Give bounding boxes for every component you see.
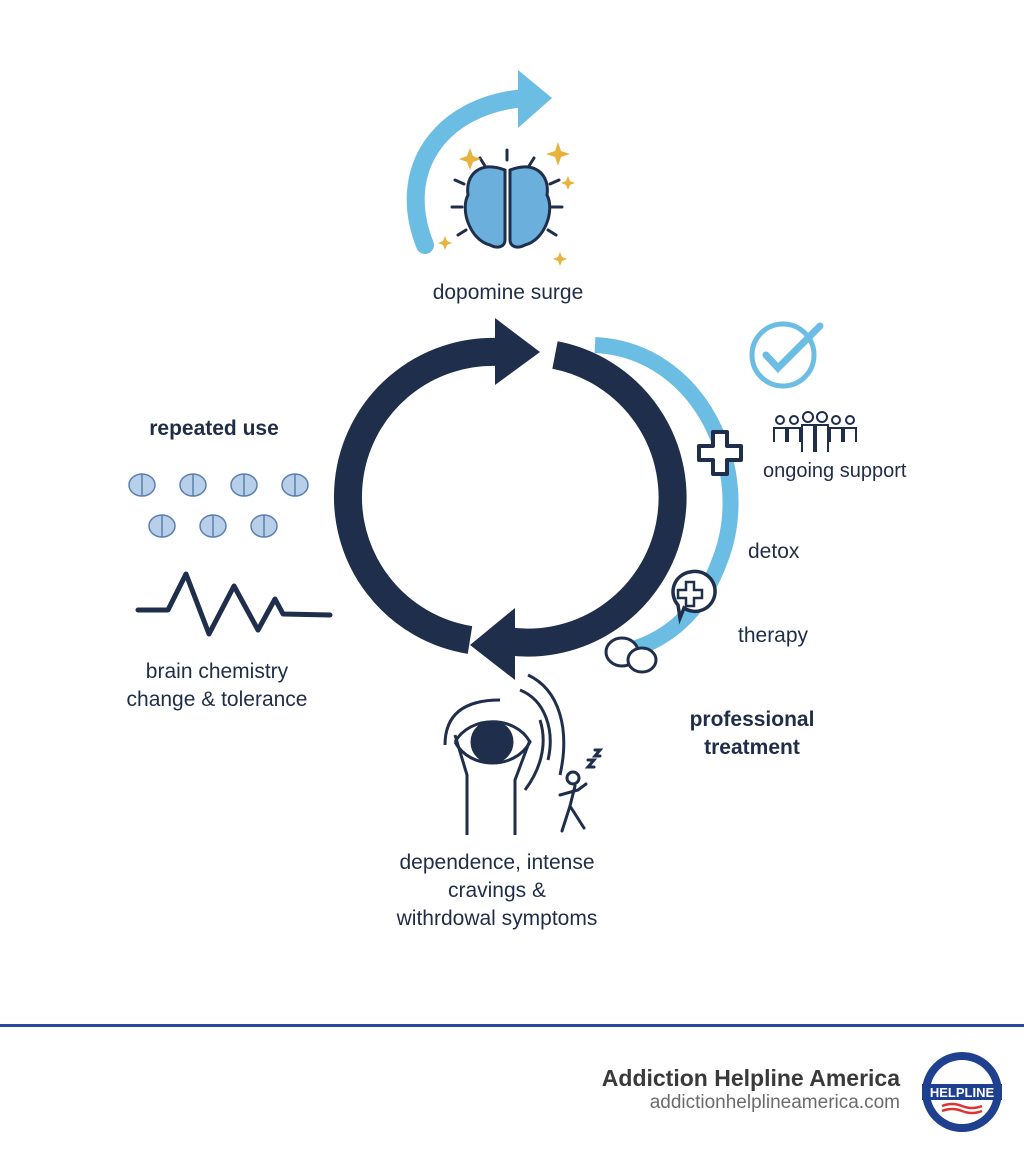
brain-icon bbox=[179, 473, 207, 497]
brand-name: Addiction Helpline America bbox=[601, 1065, 900, 1091]
sparkle-icon bbox=[438, 142, 575, 266]
treatment-arc bbox=[594, 337, 739, 658]
brain-icon bbox=[199, 514, 227, 538]
svg-text:HELPLINE: HELPLINE bbox=[930, 1085, 995, 1100]
cycle-arrows bbox=[334, 337, 687, 657]
text-line: brain chemistry bbox=[145, 660, 289, 683]
text-line: treatment bbox=[704, 736, 800, 759]
check-circle-icon bbox=[749, 321, 824, 389]
detox-label: detox bbox=[748, 540, 800, 563]
brand-url[interactable]: addictionhelplineamerica.com bbox=[649, 1092, 900, 1113]
brain-icon bbox=[281, 473, 309, 497]
therapy-label: therapy bbox=[738, 624, 809, 647]
stage-dopamine-surge: dopomine surge bbox=[432, 281, 584, 304]
dizzy-person-icon bbox=[558, 748, 604, 833]
medical-cross-icon bbox=[697, 430, 743, 476]
zigzag-line-icon bbox=[135, 571, 333, 637]
arrow-head-bottom bbox=[470, 608, 515, 680]
stage-dependence: dependence, intense cravings & withrdowa… bbox=[347, 849, 647, 933]
ongoing-support-label: ongoing support bbox=[763, 460, 907, 482]
top-curved-arrow bbox=[406, 70, 552, 254]
helpline-logo: HELPLINE bbox=[922, 1052, 1002, 1132]
eye-hand-icon bbox=[443, 673, 566, 835]
stage-brain-chemistry: brain chemistry change & tolerance bbox=[87, 658, 347, 714]
brain-icon bbox=[230, 473, 258, 497]
people-icon bbox=[773, 411, 857, 452]
arrow-head-top bbox=[495, 318, 540, 385]
text-line: change & tolerance bbox=[126, 688, 308, 711]
text-line: dependence, intense bbox=[399, 851, 595, 874]
chat-bubbles-icon bbox=[604, 636, 658, 674]
footer-brand: Addiction Helpline America addictionhelp… bbox=[602, 1064, 900, 1114]
small-brains bbox=[128, 473, 309, 538]
brain-icon bbox=[450, 148, 564, 249]
brain-icon bbox=[148, 514, 176, 538]
professional-treatment-label: professional treatment bbox=[662, 706, 842, 762]
footer-divider bbox=[0, 1024, 1024, 1027]
cross-bubble-icon bbox=[671, 569, 717, 625]
stage-repeated-use: repeated use bbox=[149, 417, 279, 440]
brain-icon bbox=[128, 473, 156, 497]
text-line: withrdowal symptoms bbox=[396, 907, 598, 930]
brain-icon bbox=[250, 514, 278, 538]
text-line: professional bbox=[689, 708, 815, 731]
text-line: cravings & bbox=[447, 879, 547, 902]
